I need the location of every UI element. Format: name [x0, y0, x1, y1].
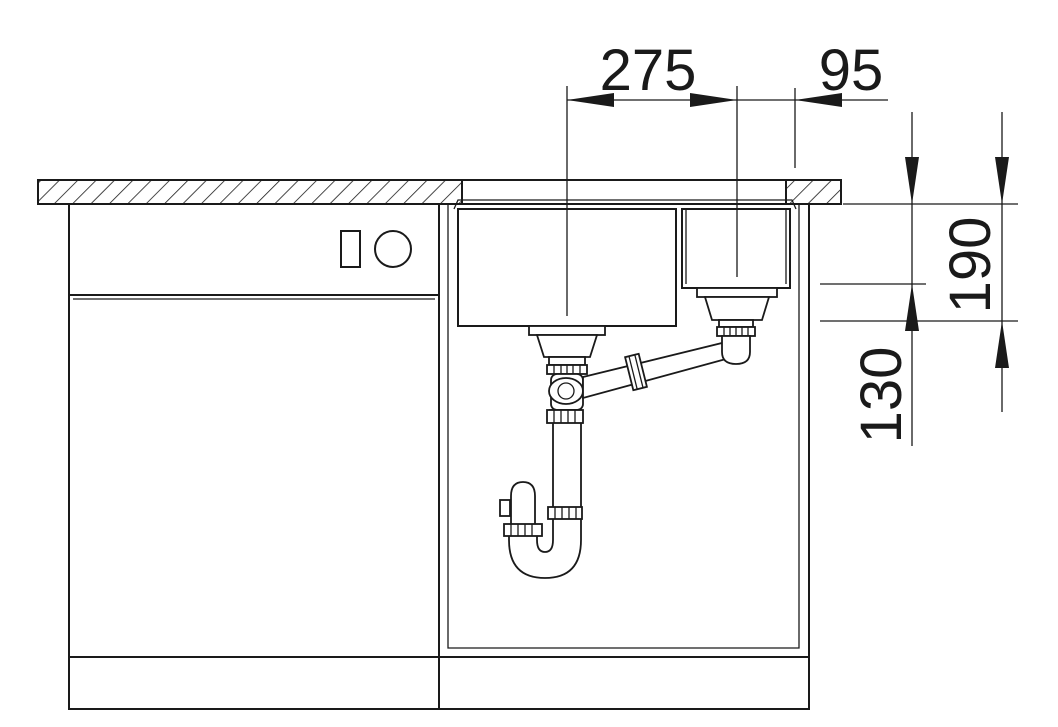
vertical-dimensions: 190 130	[820, 112, 1018, 446]
dim-arrowhead	[905, 157, 919, 204]
small-bowl-strainer	[696, 287, 778, 365]
dishwasher-cabinet	[68, 203, 440, 710]
sink-depth-label: 190	[938, 217, 1003, 314]
dim-arrowhead	[905, 284, 919, 331]
dim-arrowhead	[795, 93, 842, 107]
dim-arrowhead	[567, 93, 614, 107]
main-bowl-strainer	[528, 325, 606, 375]
sink-rim	[453, 179, 797, 210]
small-bowl-width-label: 95	[819, 38, 884, 103]
dishwasher-display-icon	[340, 230, 361, 268]
drain-height-label: 130	[849, 347, 914, 444]
connecting-pipe	[582, 341, 728, 400]
small-bowl	[681, 208, 791, 289]
connection-tee	[548, 373, 584, 411]
dim-arrowhead	[995, 321, 1009, 368]
p-trap	[499, 409, 584, 579]
sink-cabinet	[438, 203, 810, 710]
horizontal-dimensions: 275 95	[566, 38, 888, 316]
dim-arrowhead	[995, 157, 1009, 204]
main-bowl-width-label: 275	[600, 38, 697, 103]
worktop	[37, 179, 842, 205]
dim-arrowhead	[690, 93, 737, 107]
dishwasher-knob-icon	[374, 230, 412, 268]
